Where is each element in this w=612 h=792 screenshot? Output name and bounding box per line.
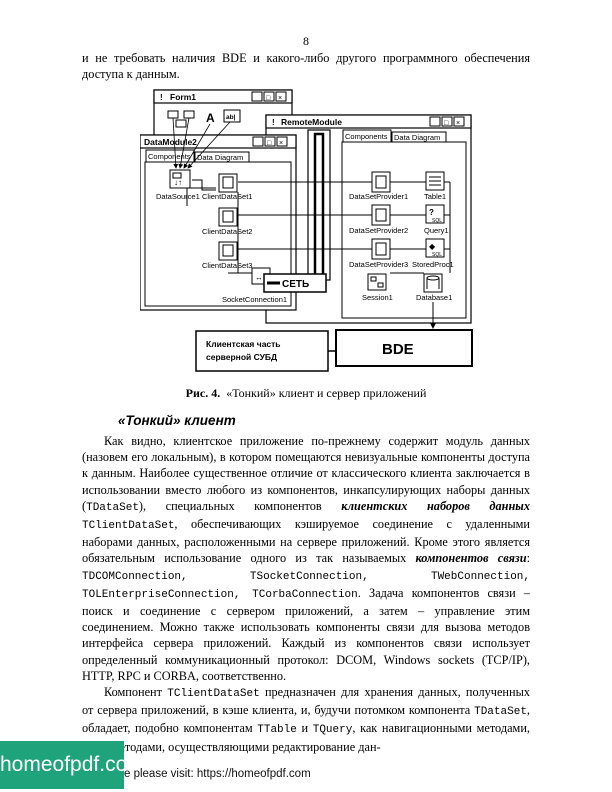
sql-label-2: SQL bbox=[432, 252, 442, 258]
svg-text:□: □ bbox=[267, 140, 272, 147]
caption-text: «Тонкий» клиент и сервер приложений bbox=[226, 386, 427, 400]
page-number: 8 bbox=[303, 34, 309, 48]
svg-text:_: _ bbox=[253, 95, 258, 102]
svg-text:_: _ bbox=[254, 140, 259, 147]
body-text: Как видно, клиентское приложение по-преж… bbox=[82, 433, 530, 755]
database-label: Database1 bbox=[416, 293, 452, 302]
storedproc-label: StoredProc1 bbox=[412, 260, 454, 269]
font-icon: A bbox=[206, 111, 215, 125]
svg-text:↔: ↔ bbox=[255, 273, 263, 282]
svg-text:↓↑: ↓↑ bbox=[174, 178, 182, 187]
datasource-label: DataSource1 bbox=[156, 192, 200, 201]
svg-text:×: × bbox=[456, 120, 460, 127]
table1-label: Table1 bbox=[424, 192, 446, 201]
sql-label-1: SQL bbox=[432, 218, 442, 224]
client-part-line1: Клиентская часть bbox=[206, 339, 281, 349]
dsp3-label: DataSetProvider3 bbox=[349, 260, 408, 269]
bde-label: BDE bbox=[382, 341, 414, 358]
cds1-icon bbox=[218, 173, 238, 193]
net-label: СЕТЬ bbox=[282, 279, 309, 290]
cds2-icon bbox=[218, 207, 238, 227]
paragraph-1: Как видно, клиентское приложение по-преж… bbox=[82, 434, 530, 683]
svg-text:□: □ bbox=[444, 120, 449, 127]
svg-text:×: × bbox=[279, 140, 283, 147]
svg-text:!: ! bbox=[160, 93, 163, 102]
paragraph-2: Компонент TClientDataSet предназначен дл… bbox=[82, 685, 530, 754]
intro-paragraph: и не требовать наличия BDE и какого-либо… bbox=[82, 50, 530, 82]
edit-icon: ab| bbox=[226, 114, 236, 121]
cds1-label: ClientDataSet1 bbox=[202, 192, 252, 201]
tab-data-diagram-remote: Data Diagram bbox=[394, 133, 440, 142]
svg-text:□: □ bbox=[266, 95, 271, 102]
dsp1-label: DataSetProvider1 bbox=[349, 192, 408, 201]
svg-text:_: _ bbox=[431, 120, 436, 127]
footer-text: e please visit: https://homeofpdf.com bbox=[124, 768, 311, 780]
svg-text:×: × bbox=[278, 95, 282, 102]
dsp2-label: DataSetProvider2 bbox=[349, 226, 408, 235]
tab-data-diagram-dm2: Data Diagram bbox=[197, 153, 243, 162]
tab-components-dm2: Components bbox=[148, 152, 191, 161]
caption-label: Рис. 4. bbox=[185, 386, 221, 400]
query1-label: Query1 bbox=[424, 226, 449, 235]
cds2-label: ClientDataSet2 bbox=[202, 227, 252, 236]
dm2-title: DataModule2 bbox=[144, 137, 197, 147]
remote-title: RemoteModule bbox=[281, 117, 342, 127]
figure-caption: Рис. 4. «Тонкий» клиент и сервер приложе… bbox=[0, 386, 612, 401]
section-heading: «Тонкий» клиент bbox=[118, 413, 236, 428]
figure-diagram: ! Form1 _ □ × A ab| ! RemoteModule _ □ ×… bbox=[140, 89, 473, 372]
socket-label: SocketConnection1 bbox=[222, 295, 287, 304]
cds3-icon bbox=[218, 241, 238, 261]
watermark-logo[interactable]: homeofpdf.com bbox=[0, 741, 145, 789]
form1-title: Form1 bbox=[170, 92, 196, 102]
client-part-line2: серверной СУБД bbox=[206, 352, 277, 362]
svg-text:◆: ◆ bbox=[429, 242, 436, 251]
tab-components-remote: Components bbox=[345, 132, 388, 141]
cds3-label: ClientDataSet3 bbox=[202, 261, 252, 270]
intro-text: и не требовать наличия BDE и какого-либо… bbox=[82, 51, 530, 82]
session-label: Session1 bbox=[362, 293, 393, 302]
svg-text:?: ? bbox=[429, 208, 434, 217]
svg-text:!: ! bbox=[272, 118, 275, 127]
